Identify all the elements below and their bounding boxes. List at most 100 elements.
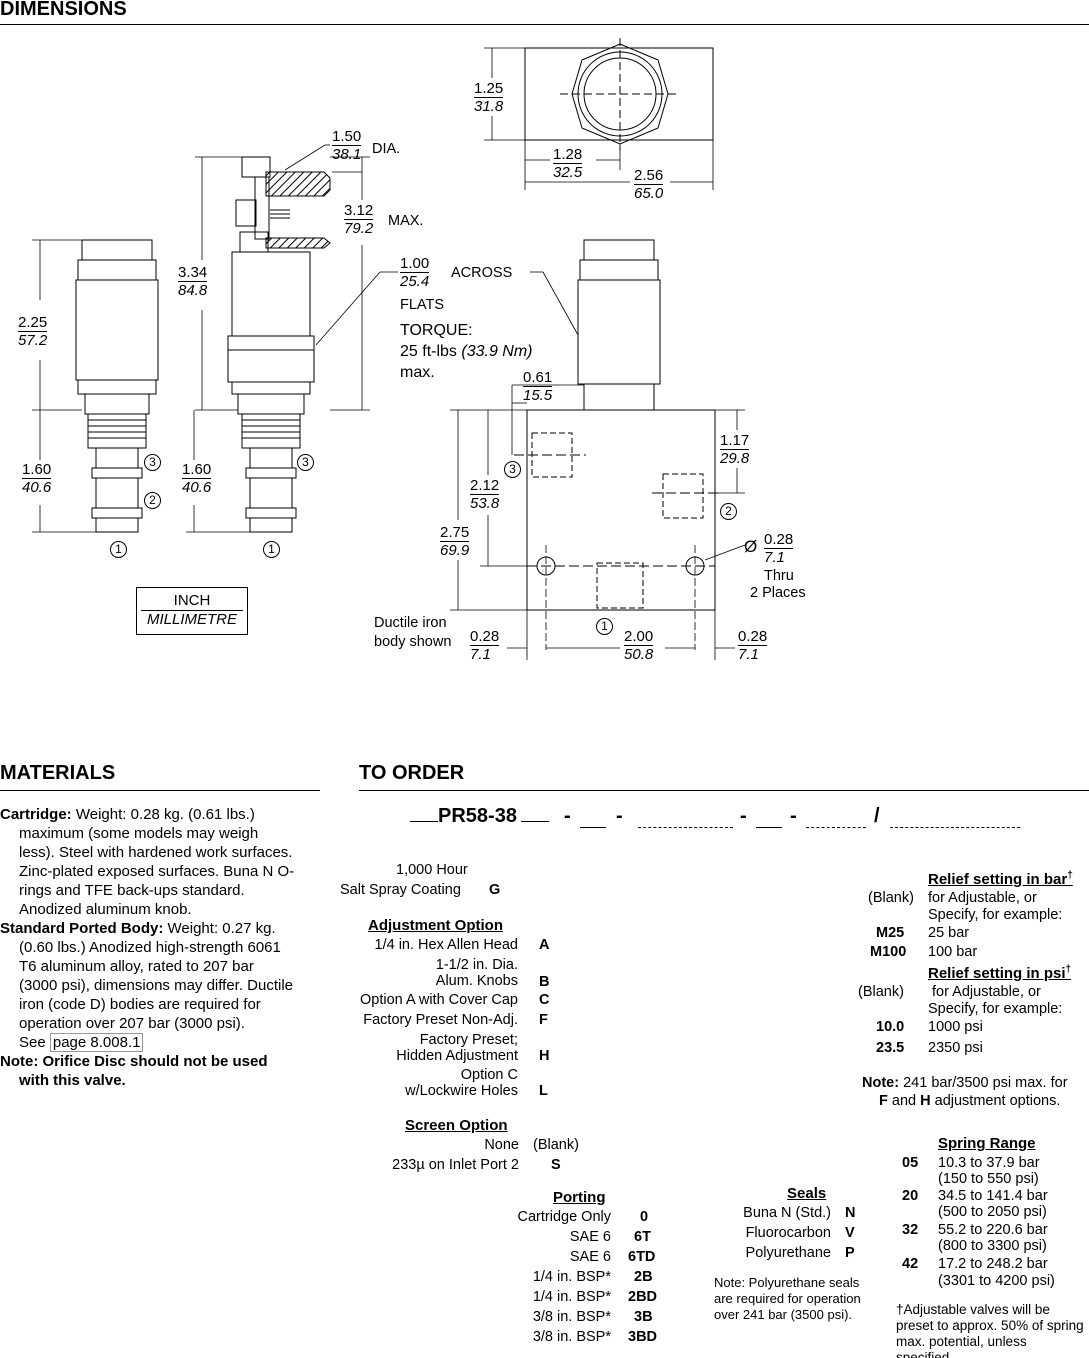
model-number: PR58-38 [438, 805, 517, 827]
adjustment-f-label: Factory Preset Non-Adj. [363, 1012, 518, 1028]
torque-value-line: 25 ft-lbs (33.9 Nm) [400, 343, 533, 360]
porting-item-label: SAE 6 [569, 1229, 611, 1245]
adjustment-l-label: Option C [460, 1067, 518, 1083]
adjustment-c-label: Option A with Cover Cap [360, 992, 518, 1008]
to-order-heading: TO ORDER [359, 762, 465, 784]
adjustment-h-code: H [539, 1048, 550, 1064]
porting-item-label: Cartridge Only [517, 1209, 611, 1225]
mount-hole-places: 2 Places [750, 585, 806, 601]
seal-item-code: V [845, 1225, 855, 1241]
block-top-view [484, 38, 714, 190]
dimensions-heading: DIMENSIONS [0, 0, 127, 20]
adjustment-l-label2: w/Lockwire Holes [405, 1083, 518, 1099]
materials-rule [0, 790, 320, 791]
diameter-symbol: Ø [744, 537, 758, 556]
coating-line2: Salt Spray Coating [340, 882, 461, 898]
relief-bar-code: M25 [876, 925, 905, 941]
port-1-marker: 1 [263, 541, 280, 558]
relief-psi-value: 1000 psi [928, 1019, 983, 1035]
code-separators: - [616, 805, 623, 827]
materials-heading: MATERIALS [0, 762, 116, 784]
spring-psi: (500 to 2050 psi) [938, 1204, 1047, 1220]
seal-item-code: N [845, 1205, 856, 1221]
adjustment-b-code: B [539, 974, 550, 990]
adjustment-h-label: Factory Preset; [419, 1032, 518, 1048]
seal-item-code: P [845, 1245, 855, 1261]
spring-bar: 17.2 to 248.2 bar [938, 1256, 1048, 1272]
dimension-lines-left [32, 144, 398, 533]
code-separators: - [790, 805, 797, 827]
coating-line1: 1,000 Hour [396, 862, 468, 878]
materials-text: Cartridge: Weight: 0.28 kg. (0.61 lbs.) … [0, 805, 296, 1090]
relief-bar-blank: (Blank) [868, 890, 914, 906]
relief-bar-value: 25 bar [928, 925, 970, 941]
order-rule [359, 790, 1089, 791]
adjustment-b-label2: Alum. Knobs [435, 973, 518, 989]
seal-item-label: Polyurethane [745, 1245, 831, 1261]
spring-footnote: †Adjustable valves will be preset to app… [896, 1302, 1084, 1358]
spring-code: 42 [902, 1256, 919, 1272]
porting-item-code: 6T [634, 1229, 651, 1245]
screen-none-label: None [484, 1137, 519, 1153]
port-3-marker: 3 [504, 461, 521, 478]
ductile-note-1: Ductile iron [374, 615, 447, 631]
porting-item-label: 1/4 in. BSP* [532, 1289, 611, 1305]
spring-bar: 10.3 to 37.9 bar [938, 1155, 1040, 1171]
page-link[interactable]: page 8.008.1 [49, 1033, 144, 1052]
adjustment-h-label2: Hidden Adjustment [396, 1048, 518, 1064]
code-blank [756, 827, 782, 828]
code-blank [638, 827, 733, 828]
screen-s-code: S [551, 1157, 561, 1173]
spring-title: Spring Range [938, 1135, 1036, 1152]
unit-legend: INCH MILLIMETRE [136, 587, 248, 635]
porting-item-code: 2B [634, 1269, 653, 1285]
dimension-drawing [32, 38, 746, 660]
spring-bar: 55.2 to 220.6 bar [938, 1222, 1048, 1238]
code-separators: / [874, 805, 880, 827]
torque-spec: TORQUE: 25 ft-lbs (33.9 Nm) max. [400, 320, 533, 383]
cartridge-view-left [75, 239, 159, 533]
dim-across-label: ACROSS [451, 265, 513, 281]
porting-item-code: 2BD [628, 1289, 658, 1305]
relief-psi-title: Relief setting in psi† [928, 964, 1072, 982]
adjustment-b-label: 1-1/2 in. Dia. [435, 957, 518, 973]
port-1-marker: 1 [596, 618, 613, 635]
code-blank [580, 827, 606, 828]
porting-item-label: 3/8 in. BSP* [532, 1309, 611, 1325]
heading-rule [0, 24, 1089, 25]
legend-mm: MILLIMETRE [146, 611, 237, 628]
porting-item-code: 6TD [628, 1249, 656, 1265]
porting-title: Porting [553, 1189, 606, 1206]
relief-note-line1: Note: 241 bar/3500 psi max. for [862, 1075, 1068, 1091]
port-2-marker: 2 [144, 492, 161, 509]
ductile-note-2: body shown [374, 634, 452, 650]
seals-note: Note: Polyurethane seals are required fo… [714, 1275, 861, 1322]
port-1-marker: 1 [110, 541, 127, 558]
code-blank [890, 827, 1020, 828]
porting-item-label: 3/8 in. BSP* [532, 1329, 611, 1345]
adjustment-a-label: 1/4 in. Hex Allen Head [374, 937, 518, 953]
adjustment-title: Adjustment Option [368, 917, 503, 934]
seals-title: Seals [787, 1185, 827, 1202]
relief-bar-value: 100 bar [928, 944, 978, 960]
model-code-line: PR58-38 [410, 805, 549, 828]
screen-none-code: (Blank) [533, 1137, 579, 1153]
porting-item-label: 1/4 in. BSP* [532, 1269, 611, 1285]
code-blank [806, 827, 866, 828]
dim-dia-label: DIA. [372, 141, 401, 157]
spring-psi: (150 to 550 psi) [938, 1171, 1039, 1187]
legend-inch: INCH [141, 592, 243, 611]
cartridge-view-center [227, 156, 331, 533]
relief-bar-code: M100 [870, 944, 907, 960]
spring-psi: (800 to 3300 psi) [938, 1238, 1047, 1254]
spring-code: 32 [902, 1222, 919, 1238]
